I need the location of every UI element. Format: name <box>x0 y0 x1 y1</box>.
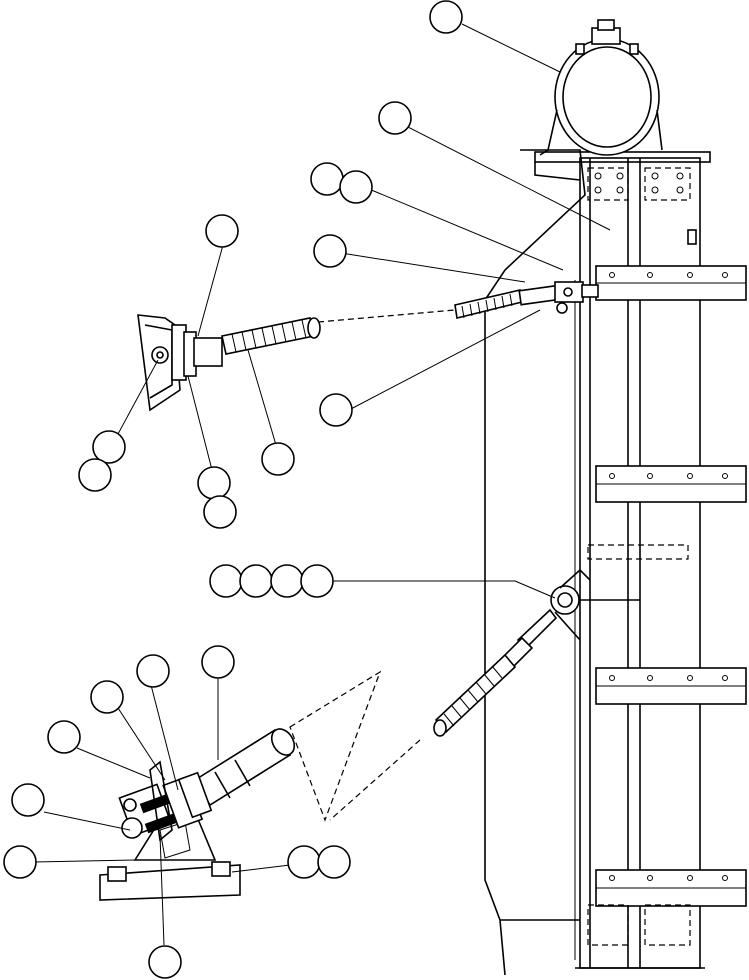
upper-shutter-rod <box>221 281 599 355</box>
upper-actuator-bracket <box>137 314 223 412</box>
radiator-frame <box>484 149 747 976</box>
callout-balloon <box>136 654 170 688</box>
callout-balloon <box>47 720 81 754</box>
callout-balloon <box>148 945 182 979</box>
callout-balloon <box>3 845 37 879</box>
callout-balloon <box>78 458 112 492</box>
callout-balloon <box>378 101 412 135</box>
callout-balloon <box>339 170 373 204</box>
callout-balloon <box>239 564 273 598</box>
callout-balloon <box>205 214 239 248</box>
detail-callout-dashed <box>289 670 421 822</box>
callout-balloon <box>313 234 347 268</box>
callout-balloons <box>3 0 463 979</box>
callout-balloon <box>92 430 126 464</box>
callout-balloon <box>209 564 243 598</box>
middle-pivot-linkage <box>433 568 591 737</box>
surge-tank <box>539 19 663 156</box>
callout-balloon <box>270 564 304 598</box>
leader-lines <box>33 23 611 946</box>
callout-balloon <box>201 645 235 679</box>
callout-balloon <box>197 466 231 500</box>
callout-balloon <box>203 495 237 529</box>
callout-balloon <box>11 783 45 817</box>
callout-balloon <box>287 845 321 879</box>
callout-balloon <box>90 680 124 714</box>
callout-balloon <box>261 442 295 476</box>
callout-balloon <box>300 564 334 598</box>
callout-balloon <box>317 845 351 879</box>
callout-balloon <box>429 0 463 34</box>
callout-balloon <box>319 393 353 427</box>
callout-balloon <box>310 162 344 196</box>
lower-actuator-detail <box>99 728 296 901</box>
